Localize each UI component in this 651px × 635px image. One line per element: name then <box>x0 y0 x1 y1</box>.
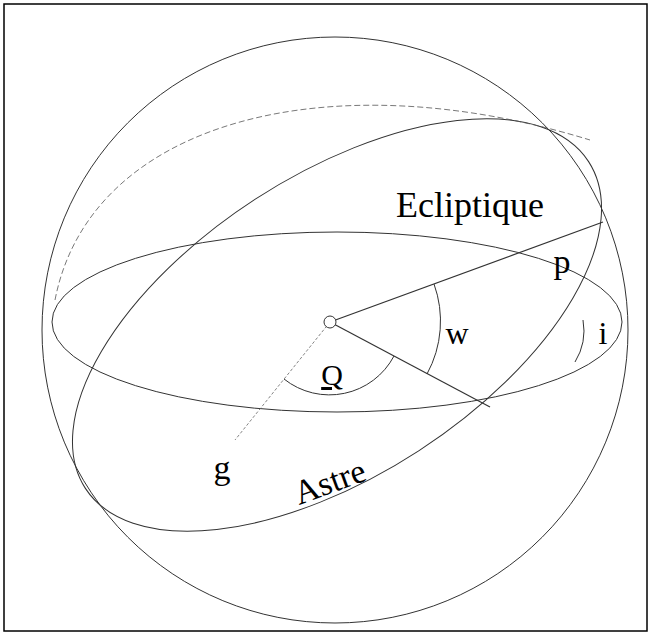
angle-label: w <box>445 317 468 349</box>
sphere-outline <box>42 37 628 623</box>
node-arc <box>284 356 394 395</box>
center-point <box>324 316 336 328</box>
plane-label: Ecliptique <box>396 187 544 223</box>
omega-arc <box>427 284 440 374</box>
orbit-label: Astre <box>290 453 371 510</box>
orbit-circle <box>4 36 651 614</box>
point-label: p <box>554 245 571 279</box>
angle-label: i <box>599 317 608 349</box>
perihelion-line <box>330 222 603 322</box>
frame <box>4 4 647 631</box>
ecliptic-circle <box>52 232 622 412</box>
vernal-line <box>235 322 330 440</box>
inclination-arc <box>575 320 584 362</box>
meridian-arc <box>55 105 590 300</box>
angle-label: Q <box>321 360 343 390</box>
point-label: g <box>214 451 231 485</box>
